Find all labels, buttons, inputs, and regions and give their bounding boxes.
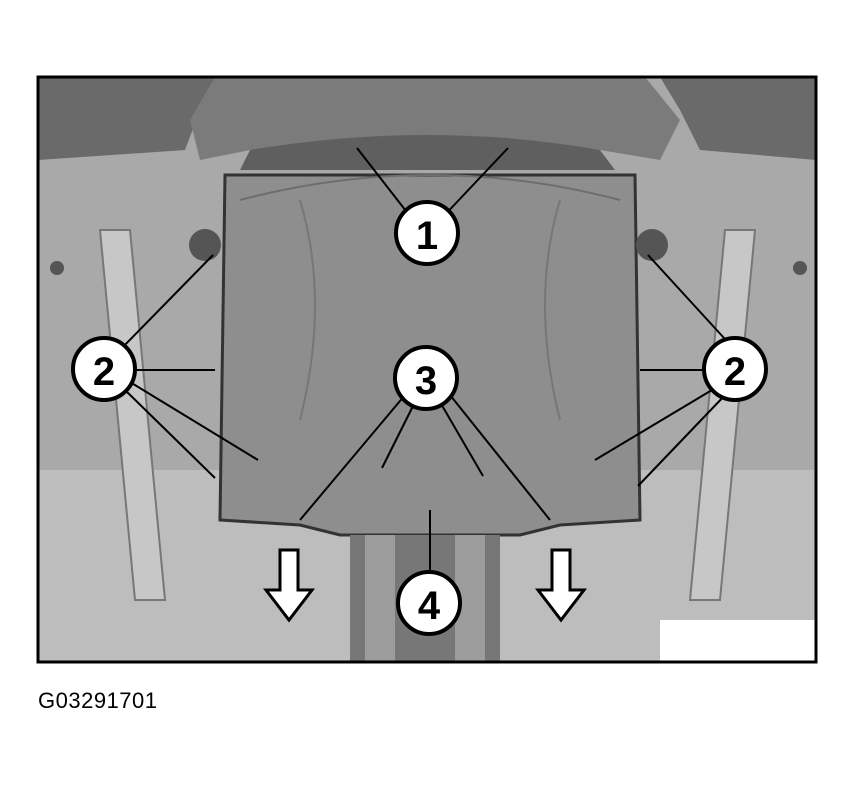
callout-2-right: 2 xyxy=(702,336,768,402)
callout-1-label: 1 xyxy=(416,214,438,258)
figure-frame xyxy=(36,75,818,664)
callout-2-right-label: 2 xyxy=(724,350,746,394)
callout-4-label: 4 xyxy=(418,584,441,628)
down-arrow-left-icon xyxy=(262,548,316,623)
down-arrow-right-icon xyxy=(534,548,588,623)
callout-3-label: 3 xyxy=(415,359,437,403)
leader-lines xyxy=(119,147,736,575)
figure-id: G03291701 xyxy=(38,688,158,713)
callout-3: 3 xyxy=(393,345,459,411)
callout-2-left-label: 2 xyxy=(93,350,115,394)
callout-4: 4 xyxy=(396,570,462,636)
vehicle-underbody xyxy=(38,77,816,662)
callout-2-left: 2 xyxy=(71,336,137,402)
callout-1: 1 xyxy=(394,200,460,266)
